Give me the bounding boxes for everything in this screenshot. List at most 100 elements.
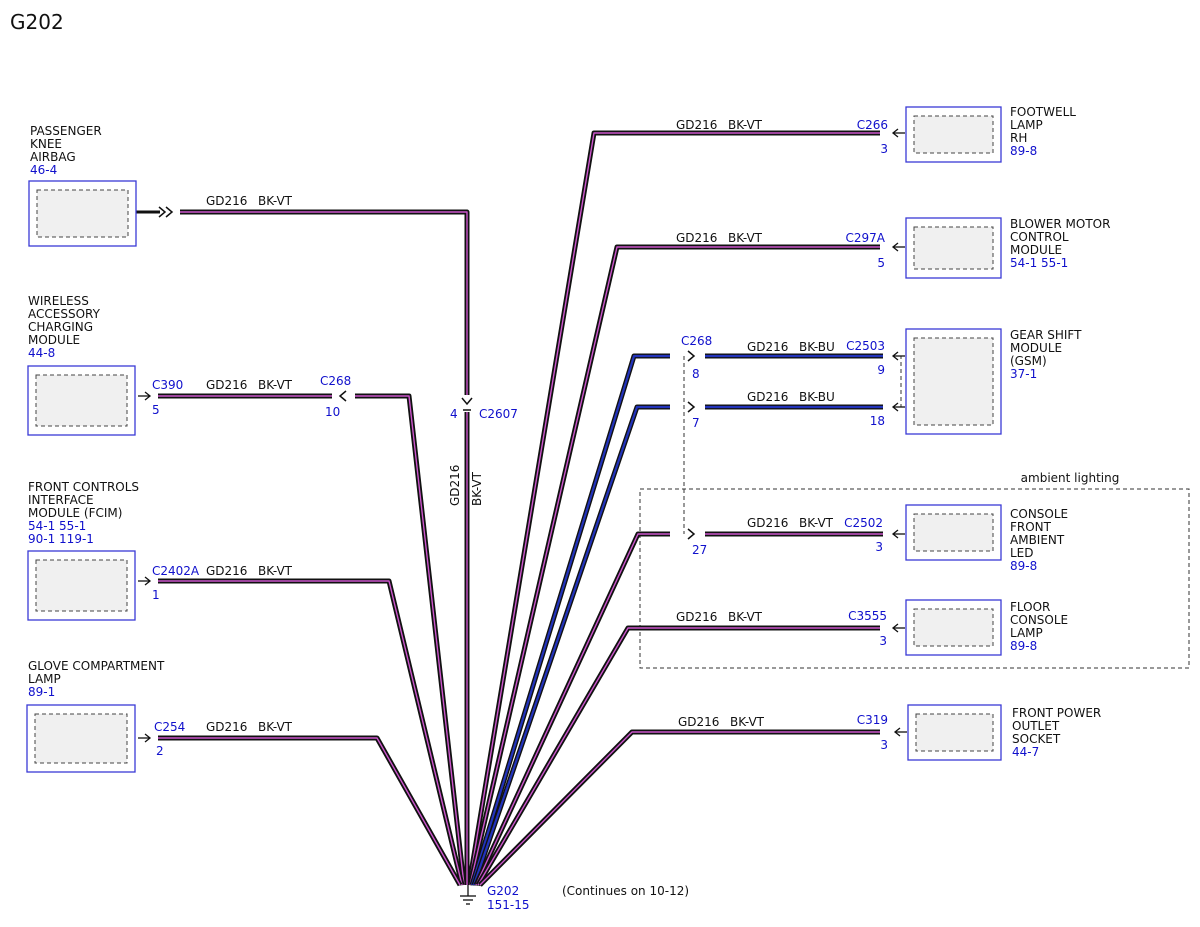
- wire-w-glove-core: [158, 737, 461, 886]
- wire-w-outlet: [478, 729, 880, 887]
- wire-inline-pin-w-wireless: 10: [325, 405, 340, 419]
- wire-circuit-w-outlet: GD216: [678, 715, 719, 729]
- module-inner-blower-motor: [913, 226, 994, 270]
- terminal-c297a-head: [891, 242, 899, 252]
- module-ref-fcim: 54-1 55-1: [28, 519, 86, 533]
- wire-color-w-footwell: BK-VT: [728, 118, 763, 132]
- wire-color-w-console-led: BK-VT: [799, 516, 834, 530]
- module-name-footwell-lamp: RH: [1010, 131, 1027, 145]
- module-name-wireless-charging: WIRELESS: [28, 294, 89, 308]
- module-name-console-ambient: LED: [1010, 546, 1034, 560]
- module-name-gear-shift: GEAR SHIFT: [1010, 328, 1082, 342]
- module-ref-console-ambient: 89-8: [1010, 559, 1037, 573]
- wire-w-outlet-core: [479, 731, 880, 886]
- wire-connector-w-wireless: C390: [152, 378, 183, 392]
- wire-circuit-w-wireless: GD216: [206, 378, 247, 392]
- module-ref-footwell-lamp: 89-8: [1010, 144, 1037, 158]
- splice-color: BK-VT: [470, 471, 484, 506]
- wire-w-gsm-18: [471, 404, 670, 886]
- terminal-c268-10: [338, 390, 347, 402]
- wire-color-w-blower: BK-VT: [728, 231, 763, 245]
- splice-pin: 4: [450, 407, 458, 421]
- module-name-wireless-charging: ACCESSORY: [28, 307, 101, 321]
- ambient-lighting-frame: [639, 488, 1190, 669]
- wire-pin-w-console-led: 3: [875, 540, 883, 554]
- wire-pin-w-footwell: 3: [880, 142, 888, 156]
- terminal-c268-7: [687, 401, 696, 413]
- module-ref-floor-console-lamp: 89-8: [1010, 639, 1037, 653]
- wire-color-w-wireless: BK-VT: [258, 378, 293, 392]
- wire-circuit-w-gsm-9: GD216: [747, 340, 788, 354]
- wire-circuit-w-floor-lamp: GD216: [676, 610, 717, 624]
- wire-inline-pin-w-gsm-9: 8: [692, 367, 700, 381]
- wire-pin-w-glove: 2: [156, 744, 164, 758]
- wire-inline-pin-w-gsm-18: 7: [692, 416, 700, 430]
- wire-w-fcim: [158, 578, 465, 886]
- wire-connector-w-outlet: C319: [857, 713, 888, 727]
- wire-inline-connector-w-gsm-9: C268: [681, 334, 712, 348]
- c2503-connector-dashed: [893, 355, 902, 408]
- terminal-c268-27: [687, 528, 696, 540]
- wire-color-w-floor-lamp: BK-VT: [728, 610, 763, 624]
- wire-circuit-w-footwell: GD216: [676, 118, 717, 132]
- wire-circuit-w-gsm-18: GD216: [747, 390, 788, 404]
- wire-color-w-outlet: BK-VT: [730, 715, 765, 729]
- terminal-airbag-2: [158, 206, 167, 218]
- module-inner-power-outlet: [915, 713, 994, 752]
- wire-w-airbag: [180, 209, 470, 395]
- module-ref-glove-lamp: 89-1: [28, 685, 55, 699]
- terminal-c2503-9-head: [891, 351, 899, 361]
- module-ref-power-outlet: 44-7: [1012, 745, 1039, 759]
- wire-circuit-w-console-led: GD216: [747, 516, 788, 530]
- wire-color-w-airbag: BK-VT: [258, 194, 293, 208]
- module-ref-fcim: 90-1 119-1: [28, 532, 94, 546]
- module-ref-gear-shift: 37-1: [1010, 367, 1037, 381]
- module-name-power-outlet: SOCKET: [1012, 732, 1061, 746]
- module-name-fcim: FRONT CONTROLS: [28, 480, 139, 494]
- wire-w-wireless-core: [355, 395, 465, 886]
- module-name-blower-motor: BLOWER MOTOR: [1010, 217, 1110, 231]
- ground-page: 151-15: [487, 898, 530, 912]
- wire-inline-connector-w-wireless: C268: [320, 374, 351, 388]
- wire-circuit-w-blower: GD216: [676, 231, 717, 245]
- splice-connector: C2607: [479, 407, 518, 421]
- module-name-glove-lamp: GLOVE COMPARTMENT: [28, 659, 165, 673]
- wire-color-w-glove: BK-VT: [258, 720, 293, 734]
- wire-pin-w-wireless: 5: [152, 403, 160, 417]
- module-inner-fcim: [35, 559, 128, 612]
- module-ref-blower-motor: 54-1 55-1: [1010, 256, 1068, 270]
- module-inner-console-ambient: [913, 513, 994, 552]
- splice-circuit: GD216: [448, 465, 462, 506]
- wire-pin-w-gsm-9: 9: [877, 363, 885, 377]
- module-name-floor-console-lamp: FLOOR: [1010, 600, 1050, 614]
- wire-w-gsm-9-core: [470, 354, 670, 886]
- module-name-fcim: MODULE (FCIM): [28, 506, 122, 520]
- wire-w-console-led: [473, 531, 670, 887]
- module-name-wireless-charging: CHARGING: [28, 320, 93, 334]
- wire-circuit-w-airbag: GD216: [206, 194, 247, 208]
- terminal-c3555-head: [891, 623, 899, 633]
- module-name-power-outlet: OUTLET: [1012, 719, 1060, 733]
- continues-note: (Continues on 10-12): [562, 884, 689, 898]
- wire-pin-w-outlet: 3: [880, 738, 888, 752]
- wire-inline-pin-w-console-led: 27: [692, 543, 707, 557]
- wire-connector-w-floor-lamp: C3555: [848, 609, 887, 623]
- wire-connector-w-fcim: C2402A: [152, 564, 200, 578]
- wire-w-blower-core: [469, 246, 880, 886]
- module-name-floor-console-lamp: CONSOLE: [1010, 613, 1068, 627]
- wire-w-fcim-core: [158, 580, 463, 886]
- wire-w-glove: [158, 735, 463, 887]
- module-inner-passenger-knee-airbag: [36, 189, 129, 238]
- page-title: G202: [10, 10, 64, 34]
- wire-color-w-fcim: BK-VT: [258, 564, 293, 578]
- terminal-airbag: [165, 206, 174, 218]
- wire-circuit-w-glove: GD216: [206, 720, 247, 734]
- module-name-wireless-charging: MODULE: [28, 333, 80, 347]
- module-name-console-ambient: FRONT: [1010, 520, 1052, 534]
- terminal-c390-head: [144, 391, 152, 401]
- wire-connector-w-glove: C254: [154, 720, 185, 734]
- terminal-c2502-head: [891, 529, 899, 539]
- wire-pin-w-blower: 5: [877, 256, 885, 270]
- terminal-c268-8: [687, 350, 696, 362]
